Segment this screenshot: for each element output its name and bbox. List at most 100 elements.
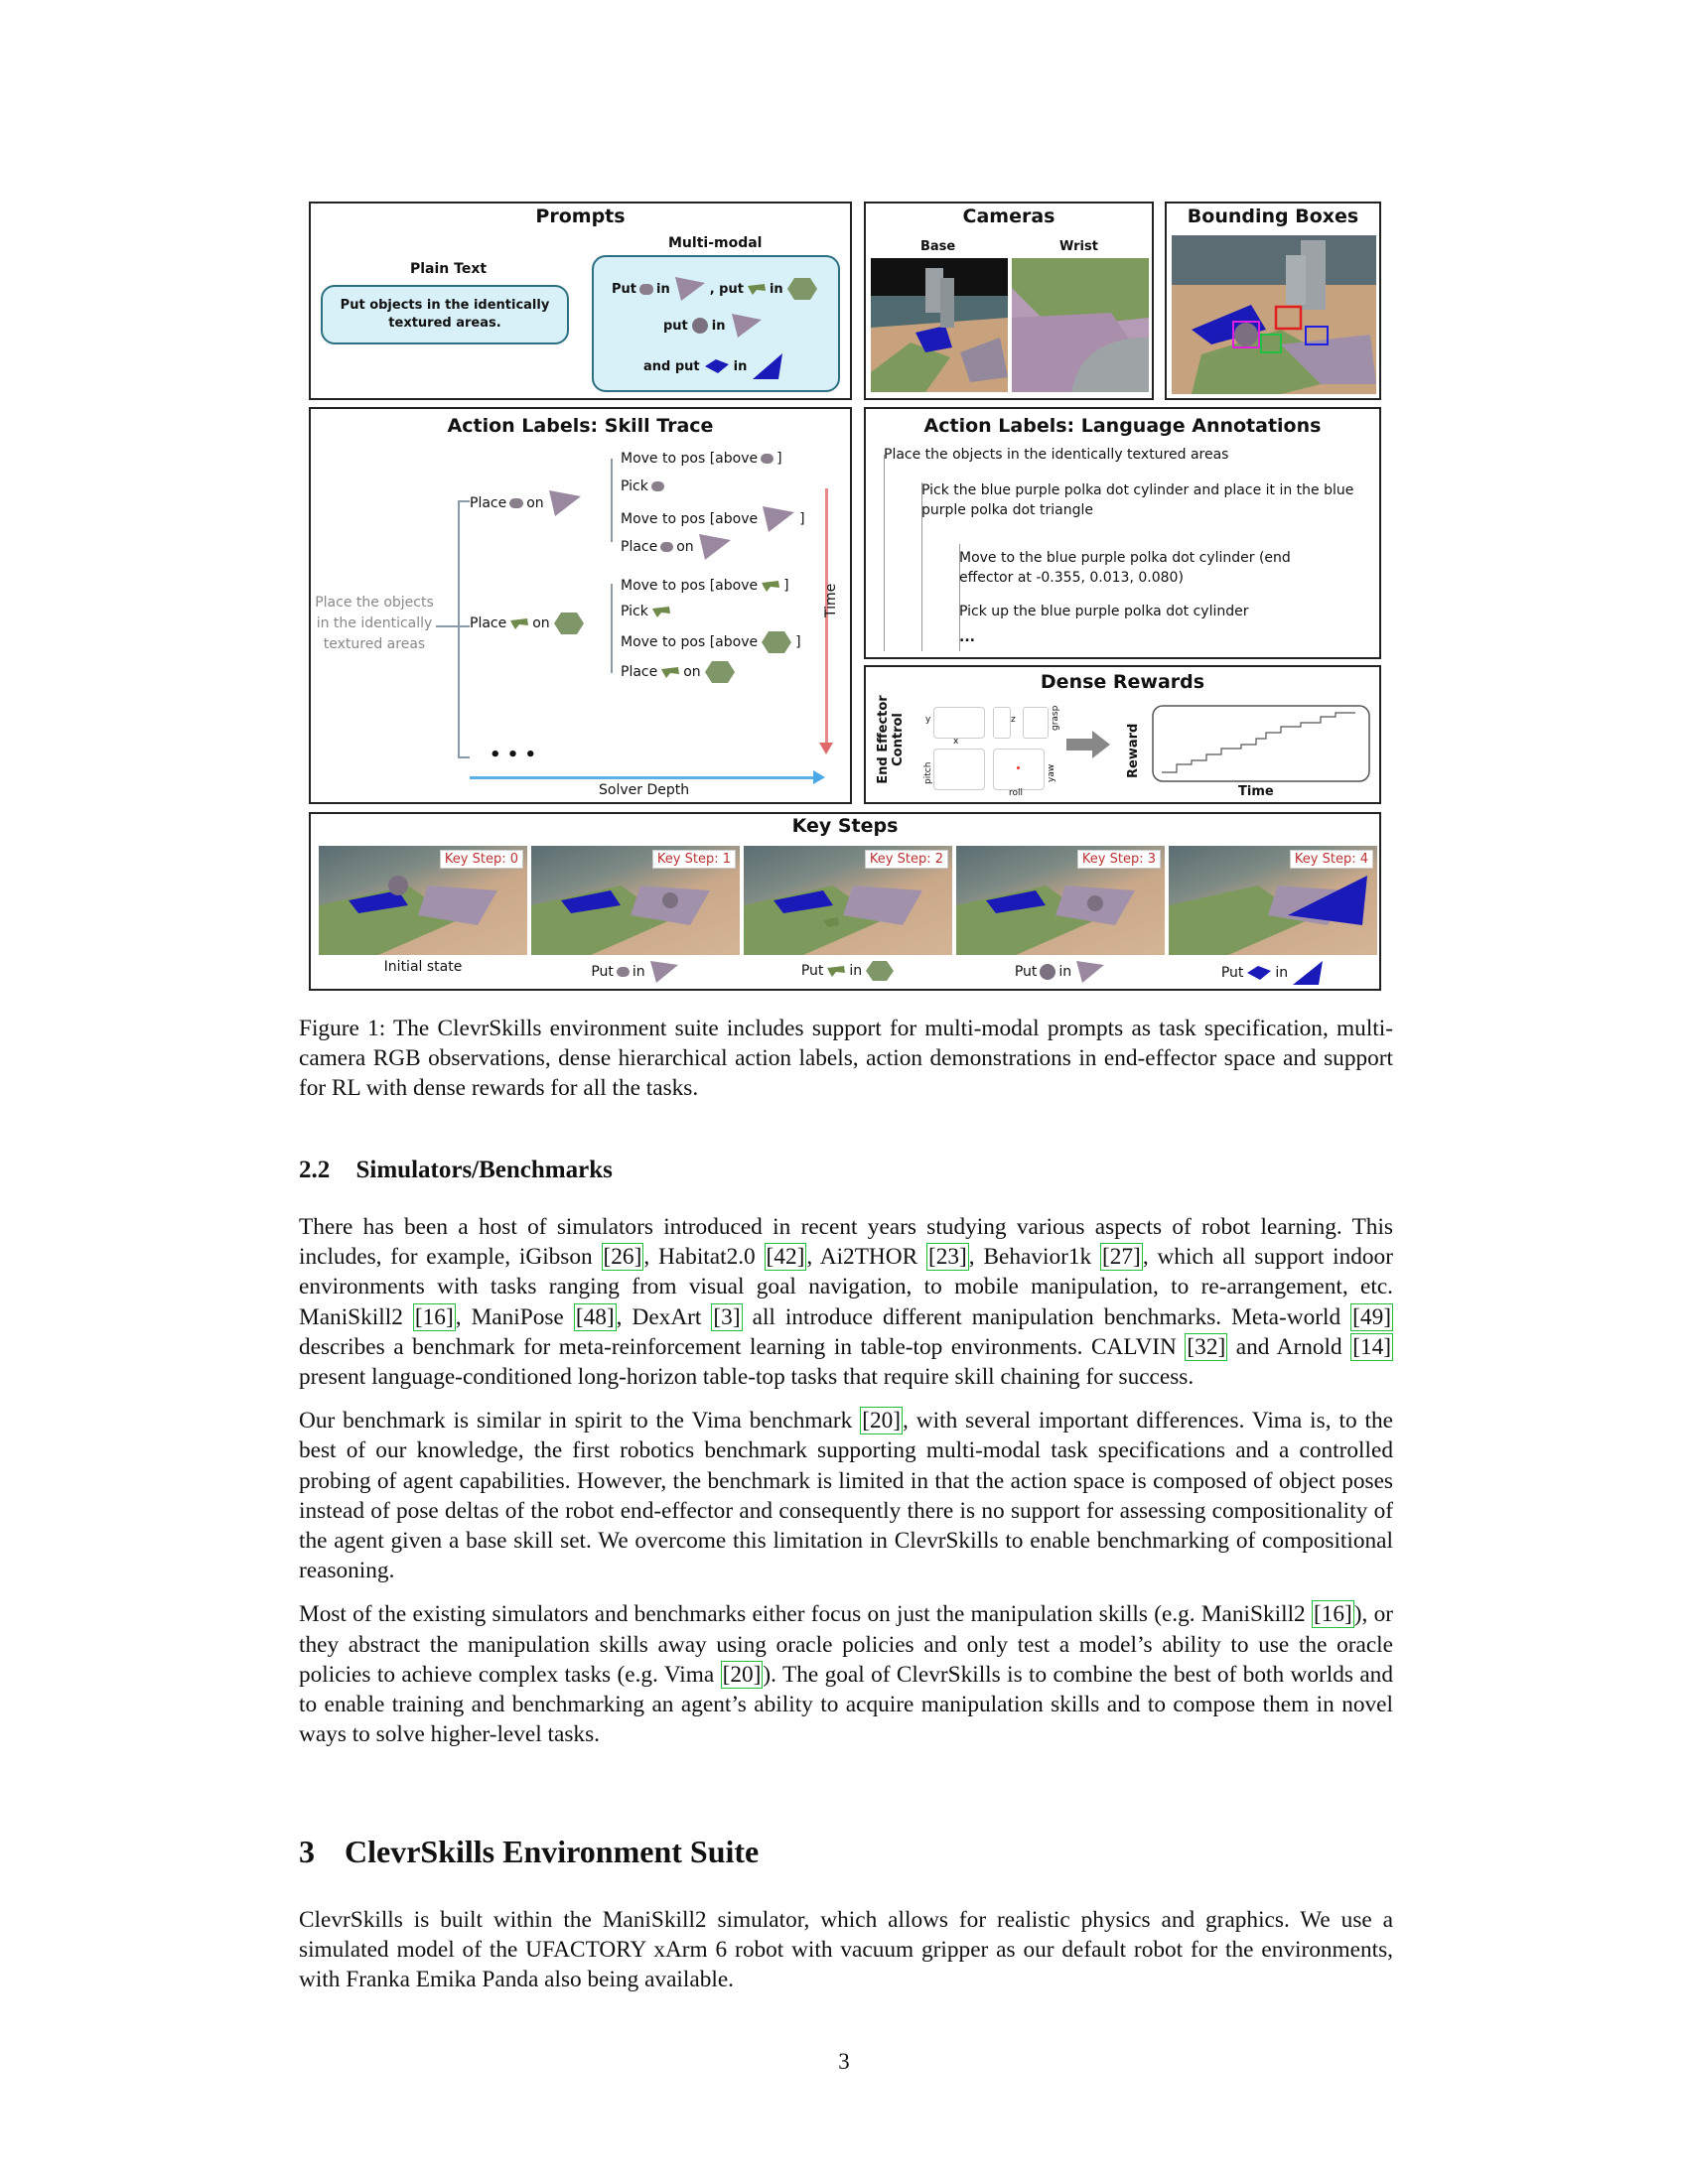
depth-label: Solver Depth xyxy=(599,782,690,798)
step-text: Place xyxy=(621,664,658,680)
green-object-icon xyxy=(510,618,529,629)
node-word: on xyxy=(532,615,550,631)
arrow-right-head xyxy=(1092,731,1110,758)
citation-link[interactable]: [20] xyxy=(860,1407,904,1435)
cylinder-icon xyxy=(660,542,674,552)
section-title: ClevrSkills Environment Suite xyxy=(345,1834,760,1869)
lang-ellipsis: ... xyxy=(959,629,975,645)
cylinder-icon xyxy=(639,283,653,295)
citation-link[interactable]: [14] xyxy=(1350,1332,1394,1361)
bounding-boxes-image xyxy=(1172,235,1376,394)
step-text: Move to pos [above xyxy=(621,451,759,467)
tree-branch xyxy=(611,584,613,673)
text-run: ), or they abstract the manipulation ski… xyxy=(299,1601,1393,1688)
key-step-3-image: Key Step: 3 xyxy=(956,846,1165,955)
mm-word: Put xyxy=(612,281,636,297)
base-camera-image xyxy=(871,258,1008,392)
citation-link[interactable]: [32] xyxy=(1185,1332,1228,1361)
skill-trace-root: Place the objects in the identically tex… xyxy=(315,595,434,652)
caption-word: in xyxy=(1275,965,1289,981)
wrist-camera-label: Wrist xyxy=(1059,239,1098,254)
hexagon-icon xyxy=(762,631,792,653)
step-text: Place xyxy=(621,539,658,555)
caption-word: in xyxy=(632,964,645,980)
place-node-2: Place on xyxy=(470,611,585,636)
control-box xyxy=(933,707,985,739)
citation-link[interactable]: [26] xyxy=(601,1243,644,1272)
sphere-icon xyxy=(1040,964,1056,980)
citation-link[interactable]: [16] xyxy=(1311,1600,1354,1629)
triangle-icon xyxy=(698,534,731,560)
plain-text-bubble: Put objects in the identically textured … xyxy=(321,285,569,344)
axis-roll: roll xyxy=(1009,788,1024,798)
tree-branch xyxy=(436,625,470,627)
node-word: Place xyxy=(470,495,507,511)
page-number: 3 xyxy=(838,2049,850,2074)
section-2-2-body: There has been a host of simulators intr… xyxy=(299,1212,1394,1763)
key-step-caption: Put in xyxy=(1169,959,1377,987)
caption-word: Put xyxy=(591,964,614,980)
citation-link[interactable]: [27] xyxy=(1100,1243,1143,1272)
citation-link[interactable]: [23] xyxy=(925,1243,969,1272)
green-object-icon xyxy=(651,607,670,617)
section-title: Simulators/Benchmarks xyxy=(355,1157,613,1183)
section-3-body: ClevrSkills is built within the ManiSkil… xyxy=(299,1905,1393,2009)
lang-level-1: Place the objects in the identically tex… xyxy=(884,447,1229,463)
green-object-icon xyxy=(661,667,680,678)
green-object-icon xyxy=(827,966,846,977)
mm-line-1: Put in , put in xyxy=(612,275,818,303)
node-word: on xyxy=(526,495,544,511)
key-step-label: Key Step: 4 xyxy=(1289,850,1373,869)
mm-word: , put xyxy=(709,281,744,297)
step-text: Move to pos [above xyxy=(621,578,759,594)
citation-link[interactable]: [20] xyxy=(720,1660,764,1689)
caption-word: in xyxy=(849,963,863,979)
citation-link[interactable]: [42] xyxy=(764,1243,807,1272)
indent-line xyxy=(884,455,885,651)
paragraph: There has been a host of simulators intr… xyxy=(299,1212,1394,1392)
control-box xyxy=(933,749,985,790)
mm-word: in xyxy=(711,318,726,334)
tree-branch xyxy=(458,500,460,758)
step-text: Pick xyxy=(621,478,648,494)
lang-level-2: Pick the blue purple polka dot cylinder … xyxy=(921,482,1354,518)
plain-text-prompt: Put objects in the identically textured … xyxy=(340,298,550,331)
blue-object-icon xyxy=(704,359,729,373)
paragraph: ClevrSkills is built within the ManiSkil… xyxy=(299,1907,1393,1993)
citation-link[interactable]: [48] xyxy=(573,1302,617,1331)
key-step-4-image: Key Step: 4 xyxy=(1169,846,1377,955)
text-run: describes a benchmark for meta-reinforce… xyxy=(299,1333,1186,1360)
citation-link[interactable]: [16] xyxy=(412,1302,456,1331)
node-word: Place xyxy=(470,615,507,631)
section-number: 3 xyxy=(299,1834,315,1869)
text-run: There has been a host of simulators intr… xyxy=(299,1214,1393,1271)
scene-render xyxy=(319,876,497,955)
arrow-right-icon xyxy=(1066,739,1094,751)
skill-trace-title: Action Labels: Skill Trace xyxy=(447,415,714,437)
tree-branch xyxy=(611,459,613,542)
scene-render xyxy=(1169,876,1367,955)
paragraph: Most of the existing simulators and benc… xyxy=(299,1599,1393,1749)
indent-line xyxy=(921,482,922,651)
key-step-caption: Put in xyxy=(956,959,1165,985)
green-object-icon xyxy=(762,581,780,592)
step-text: ] xyxy=(795,634,801,650)
citation-link[interactable]: [3] xyxy=(711,1302,743,1331)
control-diagram: y x z grasp pitch roll yaw xyxy=(923,705,1122,798)
sphere-icon xyxy=(691,318,708,334)
key-step-label: Key Step: 1 xyxy=(651,850,736,869)
lang-level-3b: Pick up the blue purple polka dot cylind… xyxy=(959,604,1249,619)
skill-step-8: Place on xyxy=(621,659,736,685)
mm-word: in xyxy=(769,281,783,297)
citation-link[interactable]: [49] xyxy=(1350,1302,1393,1331)
wrist-camera-image xyxy=(1012,258,1149,392)
mm-word: and put xyxy=(643,358,700,374)
blue-triangle-icon xyxy=(1293,961,1324,985)
scene-render xyxy=(956,886,1135,955)
reward-time-label: Time xyxy=(1238,784,1274,799)
key-step-label: Key Step: 0 xyxy=(439,850,523,869)
skill-step-6: Pick xyxy=(621,604,671,619)
language-annotations-panel: Action Labels: Language Annotations Plac… xyxy=(864,407,1381,659)
key-step-0-image: Key Step: 0 xyxy=(319,846,527,955)
key-step-1-image: Key Step: 1 xyxy=(531,846,740,955)
